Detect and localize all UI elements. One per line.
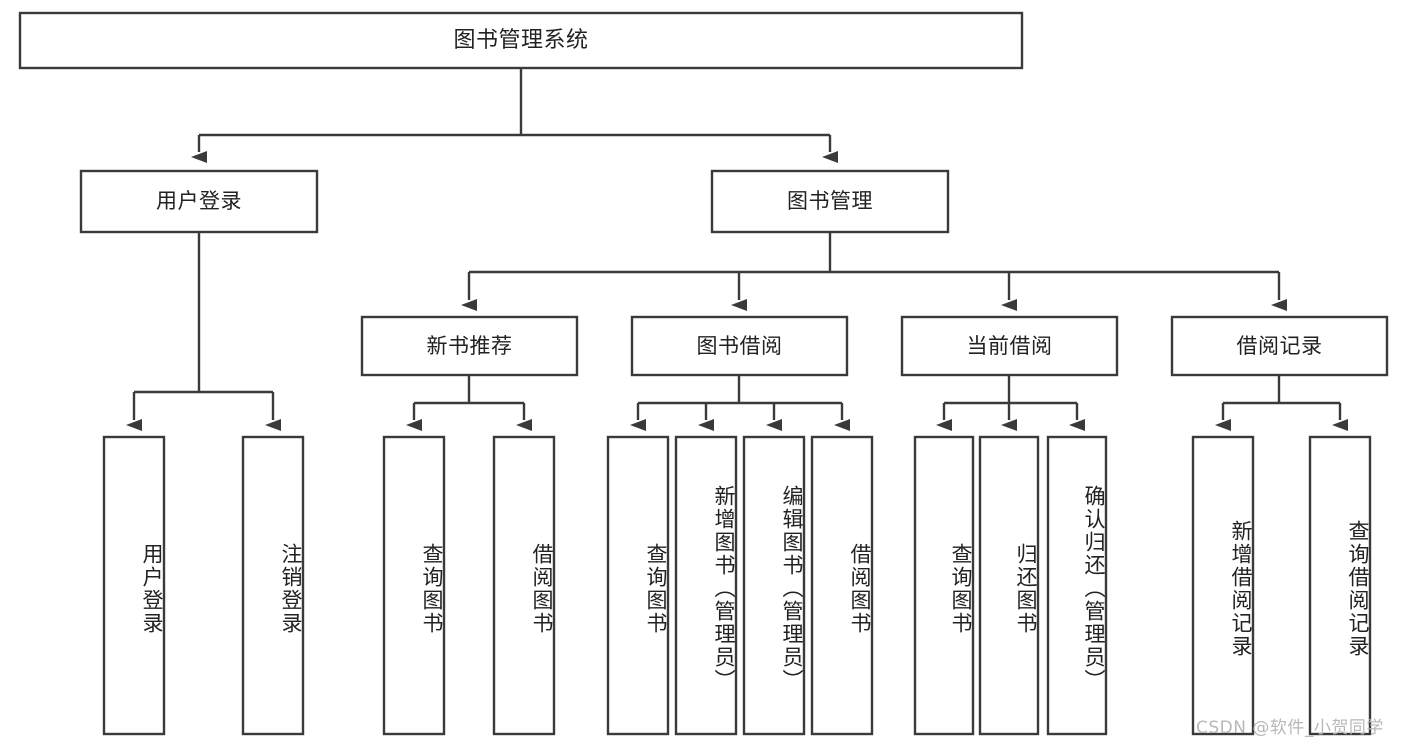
node-book-borrow[interactable] (630, 315, 849, 377)
connector-group-borrow-records (1215, 375, 1348, 431)
leaf-book-borrow-2[interactable] (742, 435, 806, 736)
node-new-book-recommend[interactable] (360, 315, 579, 377)
leaf-book-borrow-0[interactable] (606, 435, 670, 736)
leaf-borrow-records-1[interactable] (1308, 435, 1372, 736)
leaf-book-borrow-1[interactable] (674, 435, 738, 736)
leaf-user-login-0[interactable] (102, 435, 166, 736)
leaf-user-login-1[interactable] (241, 435, 305, 736)
connector-group-book-borrow (630, 375, 850, 431)
leaf-book-borrow-3[interactable] (810, 435, 874, 736)
connector-group-current-borrow (936, 375, 1085, 431)
leaf-current-borrow-2[interactable] (1046, 435, 1108, 736)
csdn-watermark: CSDN @软件_小贺同学 (1196, 718, 1384, 738)
leaf-current-borrow-1[interactable] (978, 435, 1040, 736)
node-borrow-records[interactable] (1170, 315, 1389, 377)
leaf-borrow-records-0[interactable] (1191, 435, 1255, 736)
node-root[interactable] (18, 11, 1024, 70)
leaf-new-book-1[interactable] (492, 435, 556, 736)
leaf-new-book-0[interactable] (382, 435, 446, 736)
node-book-management[interactable] (710, 169, 950, 234)
connector-group-new-book (406, 375, 532, 431)
node-current-borrow[interactable] (900, 315, 1119, 377)
connector-group-book-manage (461, 232, 1287, 311)
node-user-login[interactable] (79, 169, 319, 234)
leaf-current-borrow-0[interactable] (913, 435, 975, 736)
connector-group-user-login (126, 232, 281, 431)
connector-group-root (191, 68, 838, 163)
